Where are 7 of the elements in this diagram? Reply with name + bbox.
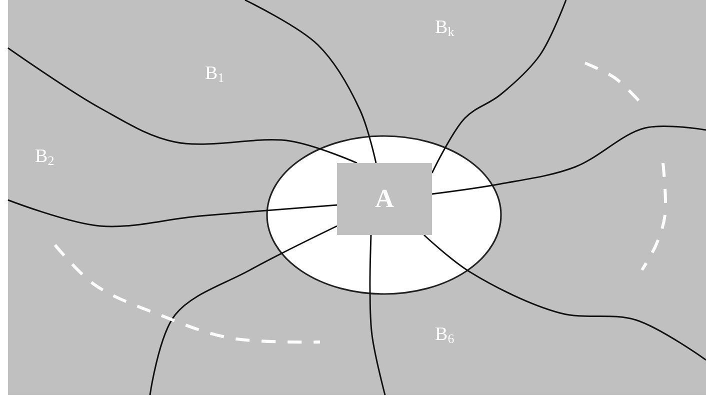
- ellipse-region: [266, 135, 502, 295]
- region-label: B$_{k}$: [435, 18, 454, 38]
- region-label: B$_{6}$: [435, 325, 454, 345]
- region-label: B$_{2}$: [35, 147, 54, 167]
- box-label: A: [375, 186, 394, 212]
- region-label: B$_{1}$: [205, 64, 224, 84]
- inner-box: [337, 163, 432, 235]
